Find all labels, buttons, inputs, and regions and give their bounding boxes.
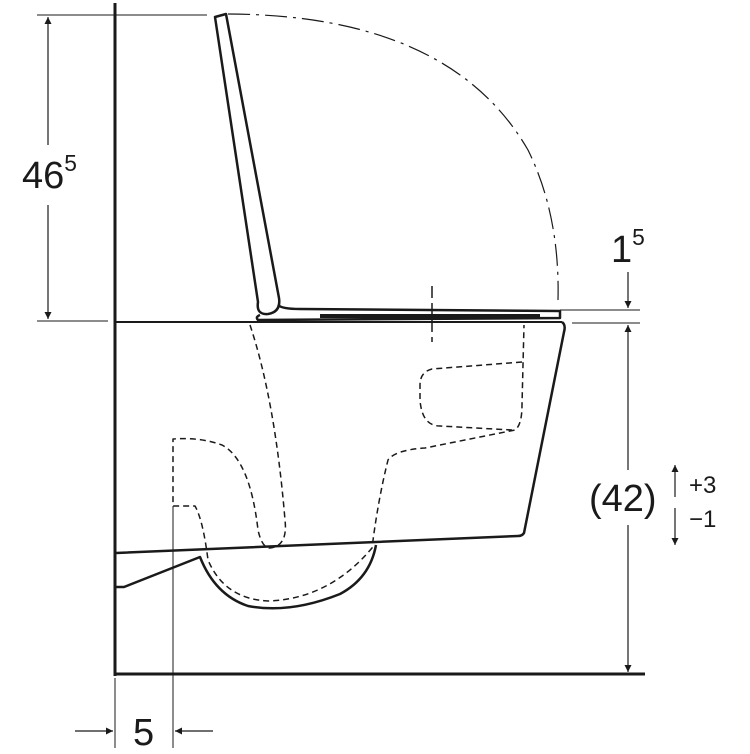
tolerance-minus: −1	[689, 506, 717, 533]
bowl-foot	[116, 544, 378, 610]
lid-swing-arc	[227, 13, 559, 301]
dim-label-rim-height: (42)	[589, 478, 657, 520]
lid	[213, 12, 281, 316]
hidden-bowl-interior	[172, 324, 525, 602]
dim-superscript: 5	[64, 149, 77, 176]
dim-value: 1	[611, 229, 633, 271]
dim-label-wall-offset: 5	[133, 712, 155, 754]
dim-label-seat-thickness: 15	[611, 226, 645, 271]
dim-value: 46	[22, 155, 65, 197]
bowl-body	[115, 321, 566, 555]
hidden-water-inlet	[419, 361, 523, 431]
dim-label-lid-height: 465	[22, 152, 77, 197]
dim-superscript: 5	[632, 223, 645, 250]
seat	[255, 304, 562, 322]
tolerance-plus: +3	[689, 472, 717, 499]
